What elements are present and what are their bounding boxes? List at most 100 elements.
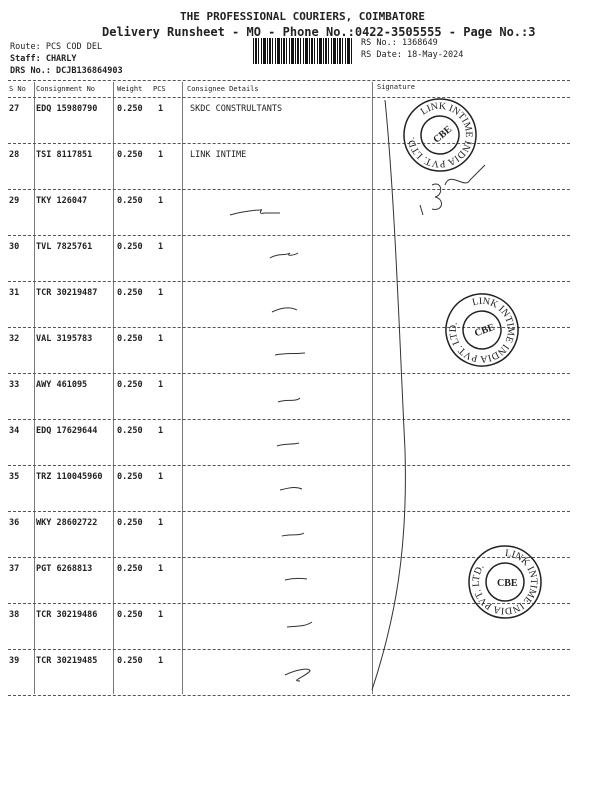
weight: 0.250 (117, 196, 143, 206)
row-divider (8, 419, 570, 420)
table-row: 36 WKY 28602722 0.250 1 (0, 511, 600, 557)
pieces: 1 (158, 472, 164, 482)
row-divider (8, 97, 570, 98)
serial-number: 30 (9, 242, 20, 252)
consignment-number: TCR 30219485 (36, 656, 98, 666)
weight: 0.250 (117, 380, 143, 390)
table-row: 34 EDQ 17629644 0.250 1 (0, 419, 600, 465)
pieces: 1 (158, 242, 164, 252)
serial-number: 38 (9, 610, 20, 620)
serial-number: 35 (9, 472, 20, 482)
row-divider (8, 649, 570, 650)
col-consignee: Consignee Details (187, 85, 259, 93)
weight: 0.250 (117, 334, 143, 344)
pieces: 1 (158, 104, 164, 114)
col-divider (372, 82, 373, 694)
pieces: 1 (158, 656, 164, 666)
serial-number: 29 (9, 196, 20, 206)
table-row: 29 TKY 126047 0.250 1 (0, 189, 600, 235)
consignment-number: AWY 461095 (36, 380, 88, 390)
pieces: 1 (158, 196, 164, 206)
weight: 0.250 (117, 656, 143, 666)
weight: 0.250 (117, 564, 143, 574)
row-divider (8, 557, 570, 558)
col-consignment: Consignment No (36, 85, 96, 93)
consignment-number: TKY 126047 (36, 196, 88, 206)
consignment-number: VAL 3195783 (36, 334, 93, 344)
weight: 0.250 (117, 150, 143, 160)
consignment-number: EDQ 15980790 (36, 104, 98, 114)
pieces: 1 (158, 426, 164, 436)
runsheet-title: Delivery Runsheet - MO - Phone No.:0422-… (102, 25, 536, 39)
col-signature: Signature (377, 83, 415, 91)
svg-text:CBE: CBE (497, 578, 518, 589)
pieces: 1 (158, 564, 164, 574)
svg-text:CBE: CBE (473, 322, 496, 339)
consignment-number: TVL 7825761 (36, 242, 93, 252)
serial-number: 27 (9, 104, 20, 114)
col-sno: S No (9, 85, 26, 93)
serial-number: 33 (9, 380, 20, 390)
weight: 0.250 (117, 288, 143, 298)
pieces: 1 (158, 334, 164, 344)
row-divider (8, 511, 570, 512)
pieces: 1 (158, 610, 164, 620)
col-pcs: PCS (153, 85, 166, 93)
col-weight: Weight (117, 85, 143, 93)
staff: Staff: CHARLY (10, 54, 77, 64)
weight: 0.250 (117, 242, 143, 252)
serial-number: 39 (9, 656, 20, 666)
row-divider (8, 143, 570, 144)
divider (8, 80, 570, 81)
pieces: 1 (158, 288, 164, 298)
row-divider (8, 603, 570, 604)
serial-number: 36 (9, 518, 20, 528)
consignment-number: TCR 30219486 (36, 610, 98, 620)
col-divider (113, 82, 114, 694)
table-row: 39 TCR 30219485 0.250 1 (0, 649, 600, 695)
table-row: 28 TSI 8117851 0.250 1 LINK INTIME (0, 143, 600, 189)
consignment-number: EDQ 17629644 (36, 426, 98, 436)
barcode (253, 38, 353, 64)
company-stamp: LINK INTIME INDIA PVT. LTD.CBE (468, 545, 542, 619)
col-divider (182, 82, 183, 694)
serial-number: 37 (9, 564, 20, 574)
serial-number: 31 (9, 288, 20, 298)
company-title: THE PROFESSIONAL COURIERS, COIMBATORE (180, 10, 426, 23)
svg-text:CBE: CBE (431, 124, 454, 146)
weight: 0.250 (117, 518, 143, 528)
serial-number: 28 (9, 150, 20, 160)
col-divider (34, 82, 35, 694)
route: Route: PCS COD DEL (10, 42, 103, 52)
rs-date: RS Date: 18-May-2024 (361, 50, 464, 60)
row-divider (8, 235, 570, 236)
table-row: 32 VAL 3195783 0.250 1 (0, 327, 600, 373)
company-stamp: LINK INTIME INDIA PVT. LTD.CBE (392, 87, 488, 183)
consignment-number: TRZ 110045960 (36, 472, 103, 482)
weight: 0.250 (117, 426, 143, 436)
signature-13 (419, 164, 486, 216)
row-divider (8, 327, 570, 328)
company-stamp: LINK INTIME INDIA PVT. LTD.CBE (438, 286, 525, 374)
signature-stroke (371, 99, 406, 691)
table-row: 30 TVL 7825761 0.250 1 (0, 235, 600, 281)
pieces: 1 (158, 150, 164, 160)
pieces: 1 (158, 518, 164, 528)
consignee-details: LINK INTIME (190, 150, 247, 160)
consignment-number: WKY 28602722 (36, 518, 98, 528)
row-divider (8, 189, 570, 190)
serial-number: 34 (9, 426, 20, 436)
consignment-number: TSI 8117851 (36, 150, 93, 160)
serial-number: 32 (9, 334, 20, 344)
row-divider (8, 373, 570, 374)
weight: 0.250 (117, 104, 143, 114)
row-divider (8, 465, 570, 466)
rs-no: RS No.: 1368649 (361, 38, 438, 48)
